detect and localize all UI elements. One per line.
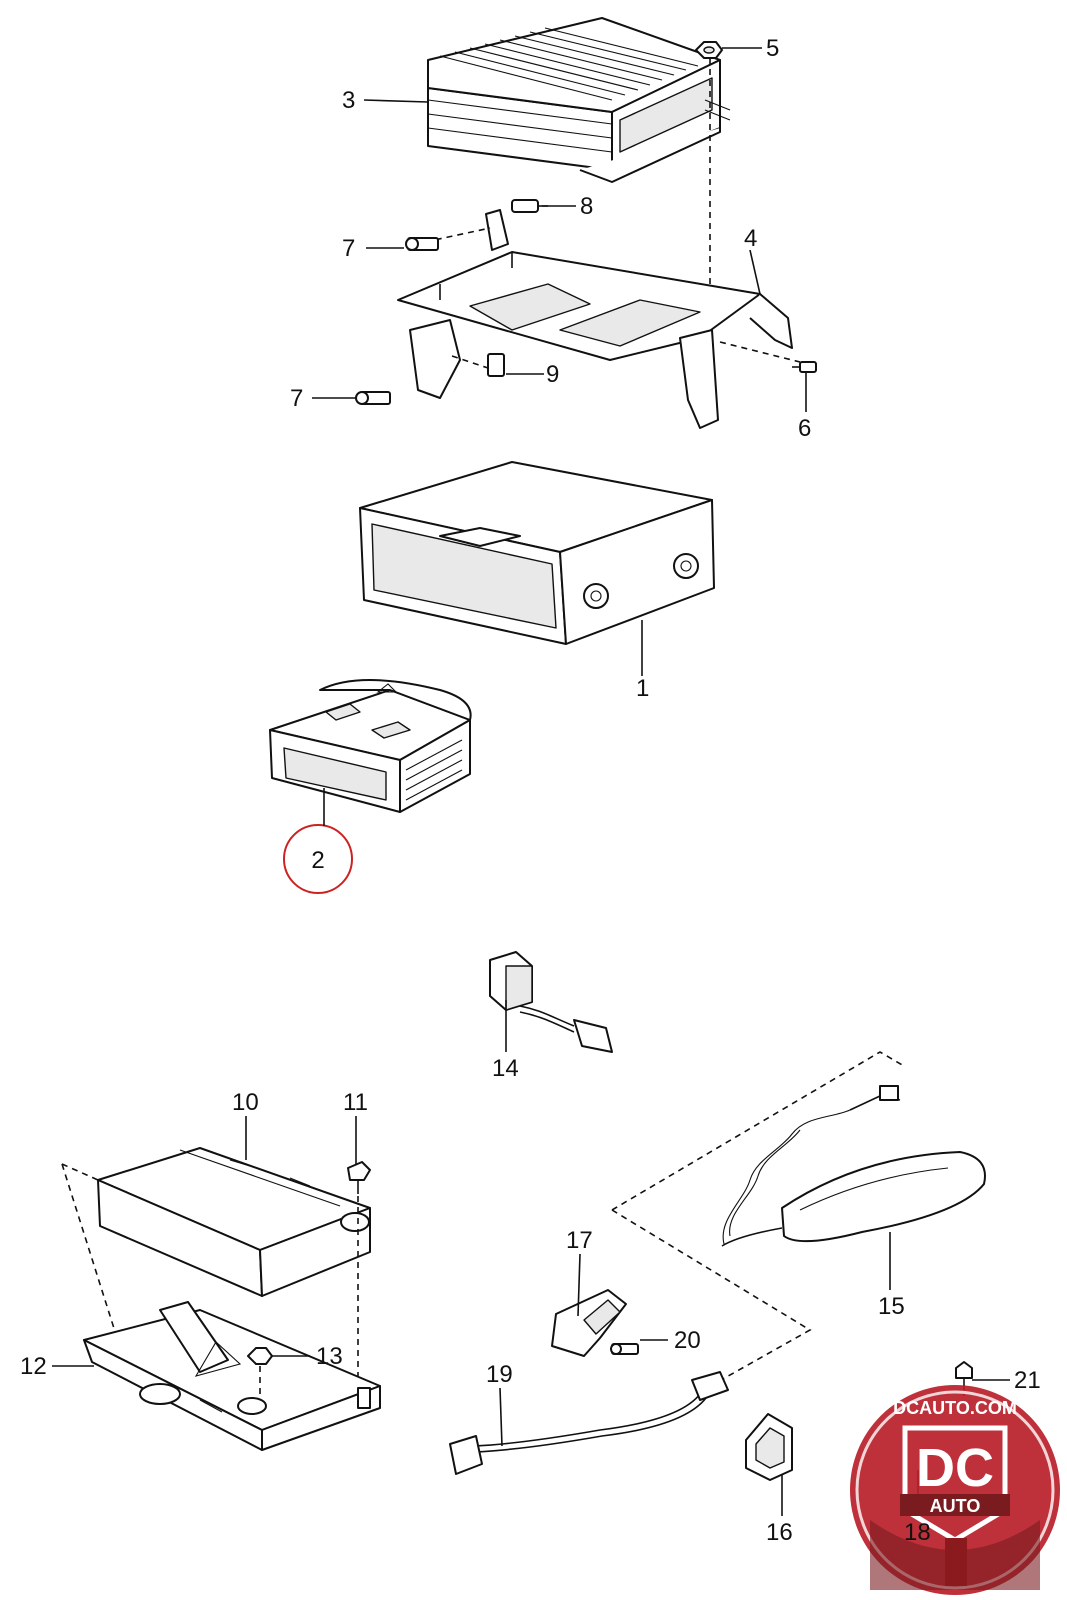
callout-18: 18 (904, 1519, 931, 1546)
dcauto-logo: DCAUTO.COM DC AUTO (850, 1385, 1060, 1595)
screw-part-11 (347, 1161, 371, 1194)
cable-part-19 (449, 1371, 729, 1475)
callout-19: 19 (486, 1361, 513, 1388)
callout-7-upper: 7 (342, 235, 355, 262)
callout-11: 11 (343, 1089, 368, 1116)
handset-part-15 (721, 1085, 986, 1247)
callout-9: 9 (546, 361, 559, 388)
callout-numbers: 3 5 8 7 4 9 7 6 1 2 14 10 11 12 13 15 17… (20, 35, 1041, 1546)
module-part-10 (97, 1147, 371, 1297)
screw-part-7-lower (355, 391, 391, 405)
screw-part-7-upper (405, 237, 439, 251)
callout-8: 8 (580, 193, 593, 220)
logo-mark-text: DC (916, 1438, 994, 1498)
bracket-part-4 (397, 209, 793, 429)
screw-part-20 (610, 1343, 639, 1355)
logo-word-text: AUTO (930, 1496, 981, 1516)
connector-part-14 (489, 951, 613, 1053)
callout-16: 16 (766, 1519, 793, 1546)
callout-2: 2 (311, 847, 324, 874)
callout-14: 14 (492, 1055, 519, 1082)
callout-6: 6 (798, 415, 811, 442)
callout-12: 12 (20, 1353, 47, 1380)
callout-4: 4 (744, 225, 757, 252)
logo-site-text: DCAUTO.COM (893, 1398, 1017, 1418)
callout-7-lower: 7 (290, 385, 303, 412)
cover-part-17 (551, 1289, 627, 1357)
callout-5: 5 (766, 35, 779, 62)
callout-17: 17 (566, 1227, 593, 1254)
clip-part-9 (487, 353, 505, 377)
callout-3: 3 (342, 87, 355, 114)
callout-1: 1 (636, 675, 649, 702)
screw-part-6 (792, 361, 817, 373)
base-plate-part-12 (83, 1301, 381, 1451)
nut-part-5 (695, 41, 723, 59)
callout-21: 21 (1014, 1367, 1041, 1394)
cd-magazine-part-2 (269, 679, 472, 813)
cd-changer-part-1 (359, 461, 715, 645)
highlight-circle (283, 824, 353, 894)
amplifier-part-3 (427, 17, 731, 183)
callout-10: 10 (232, 1089, 259, 1116)
bracket-part-16 (745, 1413, 793, 1481)
callout-13: 13 (316, 1343, 343, 1370)
callout-20: 20 (674, 1327, 701, 1354)
callout-15: 15 (878, 1293, 905, 1320)
